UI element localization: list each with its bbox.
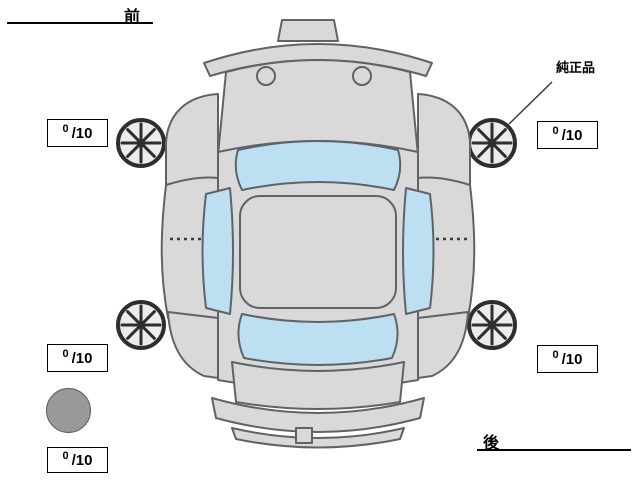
score-max: /10: [561, 126, 583, 144]
score-value: 0: [62, 123, 69, 135]
score-max: /10: [71, 451, 93, 469]
rear-center-detail: [295, 427, 313, 444]
rear-fender-left: [167, 311, 219, 379]
genuine-part-label: 純正品: [556, 60, 596, 75]
rear-underline: [477, 449, 631, 451]
side-window-right: [402, 187, 435, 315]
rear-bumper-trim: [231, 427, 405, 449]
score-max: /10: [71, 349, 93, 367]
car-trunk: [231, 361, 405, 410]
front-fender-right: [417, 93, 471, 189]
side-window-left: [201, 187, 234, 315]
score-value: 0: [552, 125, 559, 137]
car-rear-bumper: [211, 397, 425, 433]
wheel-icon-front-right: [467, 118, 517, 168]
rear-fender-right: [417, 311, 469, 379]
wheel-icon-rear-left: [116, 300, 166, 350]
car-front-trim: [277, 19, 339, 42]
hood-detail-right: [352, 66, 372, 86]
front-label: 前: [124, 9, 142, 26]
car-roof: [239, 195, 397, 309]
wheel-icon-rear-right: [467, 300, 517, 350]
front-fender-left: [165, 93, 219, 189]
rear-label: 後: [483, 435, 501, 452]
score-max: /10: [561, 350, 583, 368]
score-value: 0: [552, 349, 559, 361]
score-box-spare: 0 /10: [47, 447, 108, 473]
score-box-rear-left: 0 /10: [47, 344, 108, 372]
score-value: 0: [62, 348, 69, 360]
hood-detail-left: [256, 66, 276, 86]
spare-tire-icon: [46, 388, 91, 433]
score-box-front-right: 0 /10: [537, 121, 598, 149]
front-underline: [7, 22, 153, 24]
score-box-front-left: 0 /10: [47, 119, 108, 147]
wheel-icon-front-left: [116, 118, 166, 168]
genuine-part-pointer-line: [508, 81, 553, 125]
rear-window: [237, 313, 399, 366]
windshield: [234, 140, 402, 191]
score-box-rear-right: 0 /10: [537, 345, 598, 373]
score-max: /10: [71, 124, 93, 142]
score-value: 0: [62, 450, 69, 462]
